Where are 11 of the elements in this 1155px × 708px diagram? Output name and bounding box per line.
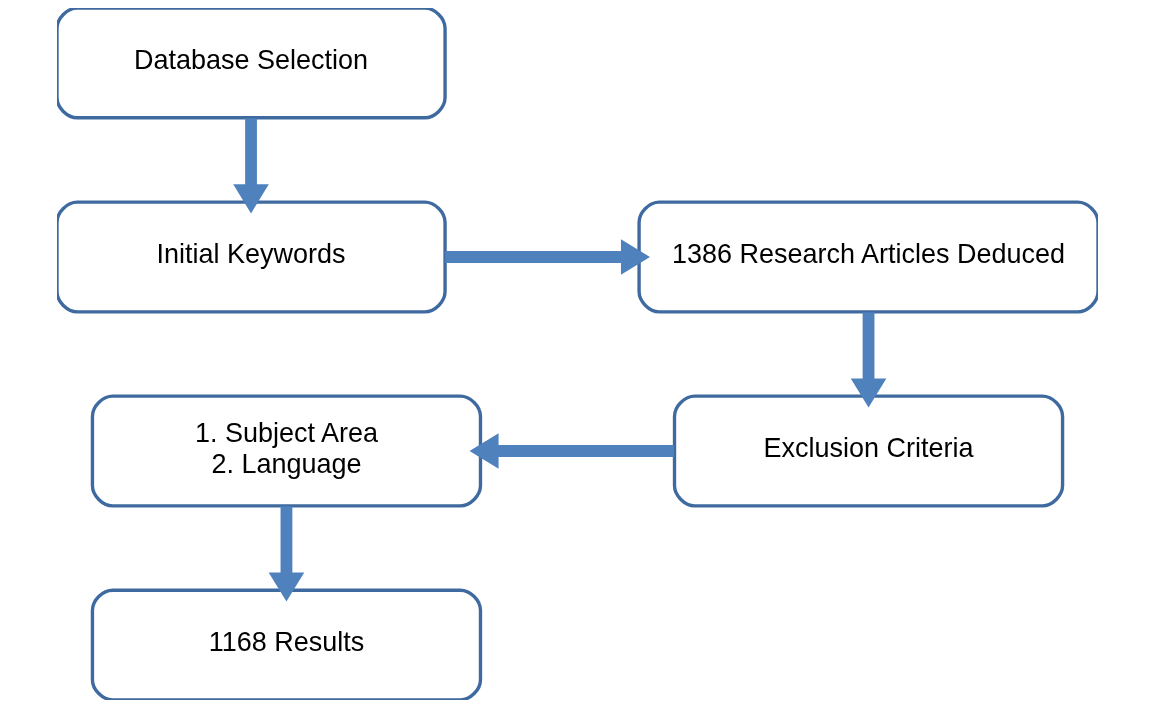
node-box: 1. Subject Area 2. Language (90, 394, 483, 508)
node-box: Database Selection (57, 8, 447, 120)
arrow (469, 433, 674, 469)
node-box: Initial Keywords (57, 200, 447, 314)
arrow (268, 506, 305, 602)
arrow (850, 312, 887, 408)
arrow (445, 239, 650, 275)
node-box: Exclusion Criteria (672, 394, 1065, 508)
node-box: 1168 Results (90, 588, 483, 700)
node-box: 1386 Research Articles Deduced (637, 200, 1098, 314)
arrow (233, 118, 269, 214)
